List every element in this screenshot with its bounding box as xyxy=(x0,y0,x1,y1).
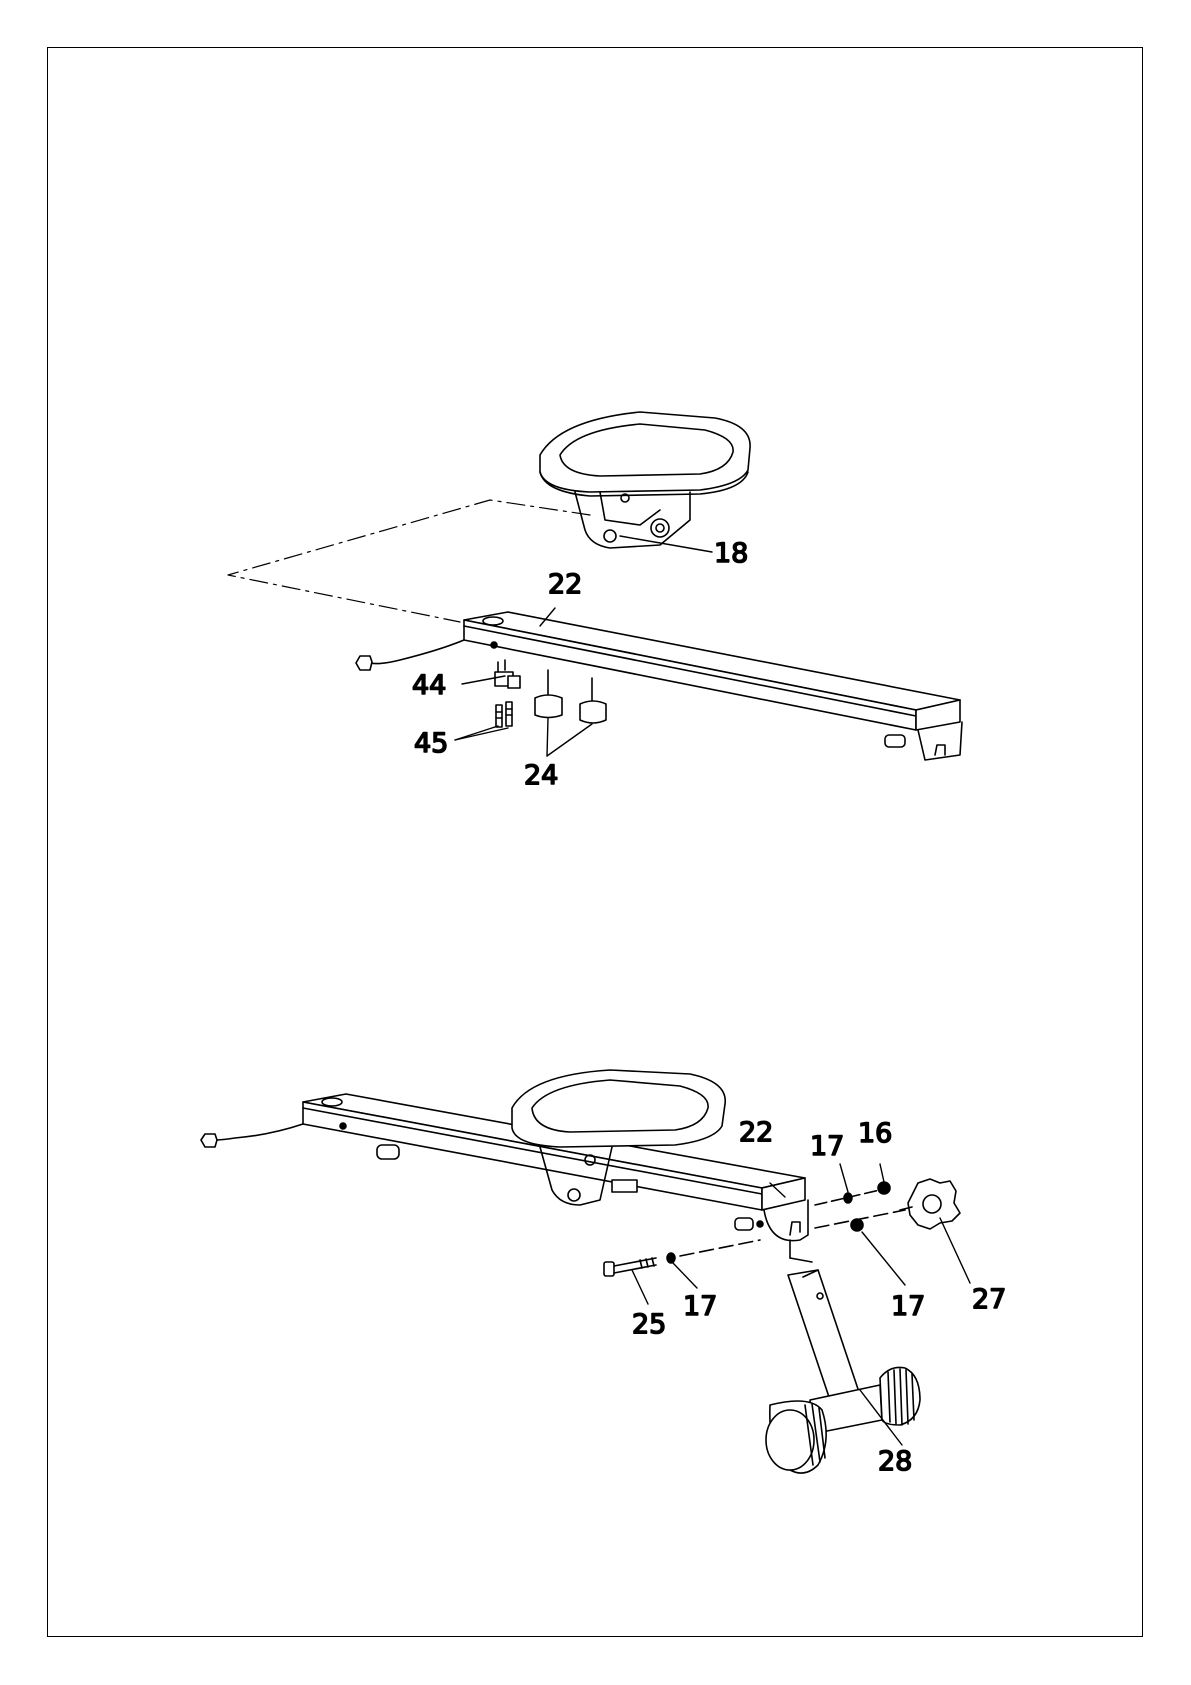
callout-22-bottom: 22 xyxy=(739,1117,773,1148)
seat-knob-icon xyxy=(651,519,669,537)
callout-24: 24 xyxy=(524,760,558,791)
callout-17-upper: 17 xyxy=(810,1131,844,1162)
seat-top xyxy=(540,412,750,548)
callout-25: 25 xyxy=(632,1309,666,1340)
callout-44: 44 xyxy=(412,670,446,701)
alignment-lines xyxy=(228,500,590,622)
callout-17-lower-left: 17 xyxy=(683,1291,717,1322)
connector-icon xyxy=(356,656,372,670)
callout-27: 27 xyxy=(972,1284,1006,1315)
callout-45: 45 xyxy=(414,728,448,759)
seat-bolt-icon xyxy=(604,530,616,542)
callout-18: 18 xyxy=(714,538,748,569)
callout-22-top: 22 xyxy=(548,569,582,600)
connector-icon-bottom xyxy=(201,1134,217,1147)
callout-28: 28 xyxy=(878,1446,912,1477)
callout-17-lower-right: 17 xyxy=(891,1291,925,1322)
callout-16: 16 xyxy=(858,1118,892,1149)
